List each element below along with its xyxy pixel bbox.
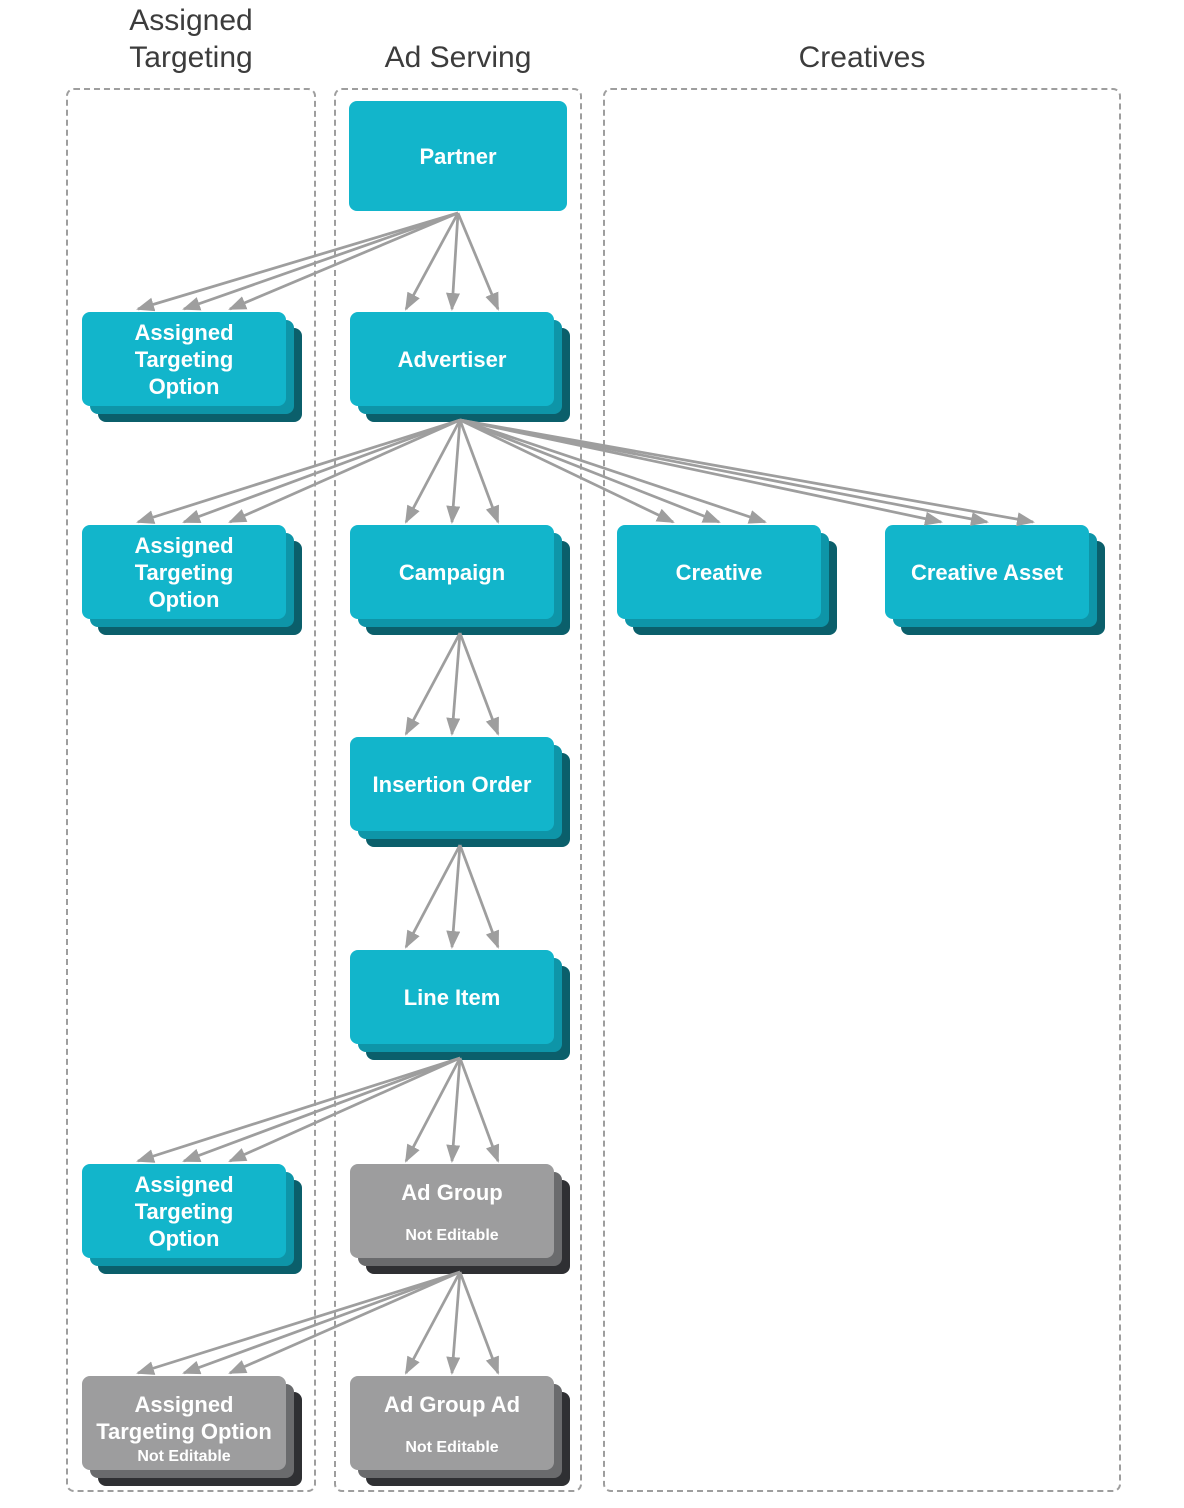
column-title-assigned-targeting: Assigned Targeting (129, 4, 253, 74)
node-label: Assigned Targeting Option (134, 532, 234, 612)
node-creative-asset: Creative Asset (885, 525, 1105, 635)
column-ad-serving: Ad Serving (334, 41, 582, 1492)
node-face: Advertiser (350, 312, 554, 406)
node-face: Ad Group Ad Not Editable (350, 1376, 554, 1470)
node-assigned-targeting-option-3: Assigned Targeting Option (82, 1164, 302, 1274)
column-assigned-targeting: Assigned Targeting (66, 4, 316, 1492)
node-subtitle: Not Editable (137, 1448, 231, 1465)
node-subtitle: Not Editable (405, 1227, 499, 1244)
node-label: Campaign (398, 559, 506, 585)
column-creatives: Creatives (603, 41, 1121, 1492)
column-title-ad-serving: Ad Serving (384, 41, 532, 74)
node-label: Assigned Targeting Option (134, 319, 234, 399)
node-face: Insertion Order (350, 737, 554, 831)
node-label: Creative (675, 559, 763, 585)
node-face: Partner (349, 101, 567, 211)
node-assigned-targeting-option-2: Assigned Targeting Option (82, 525, 302, 635)
node-advertiser: Advertiser (350, 312, 570, 422)
node-label: Advertiser (397, 346, 507, 372)
column-border-creatives (603, 88, 1121, 1492)
node-face: Line Item (350, 950, 554, 1044)
node-label: Creative Asset (910, 559, 1064, 585)
node-label: Ad Group Ad (383, 1392, 521, 1417)
node-face: Creative Asset (885, 525, 1089, 619)
node-assigned-targeting-option-1: Assigned Targeting Option (82, 312, 302, 422)
node-label: Assigned Targeting Option (134, 1171, 234, 1251)
node-label: Insertion Order (372, 771, 532, 797)
node-line-item: Line Item (350, 950, 570, 1060)
node-face: Assigned Targeting Option (82, 1164, 286, 1258)
node-campaign: Campaign (350, 525, 570, 635)
node-partner: Partner (349, 101, 567, 211)
node-face: Campaign (350, 525, 554, 619)
node-creative: Creative (617, 525, 837, 635)
node-subtitle: Not Editable (405, 1439, 499, 1456)
node-face: Assigned Targeting Option (82, 525, 286, 619)
node-face: Creative (617, 525, 821, 619)
node-face: Assigned Targeting Option (82, 312, 286, 406)
node-label: Partner (419, 143, 497, 169)
column-title-creatives: Creatives (798, 41, 926, 74)
node-ad-group-ad: Ad Group Ad Not Editable (350, 1376, 570, 1486)
column-border-ad-serving (334, 88, 582, 1492)
node-label: Ad Group (401, 1180, 503, 1205)
column-border-assigned-targeting (66, 88, 316, 1492)
node-label: Assigned Targeting Option (96, 1392, 272, 1444)
node-insertion-order: Insertion Order (350, 737, 570, 847)
node-label: Line Item (403, 984, 501, 1010)
